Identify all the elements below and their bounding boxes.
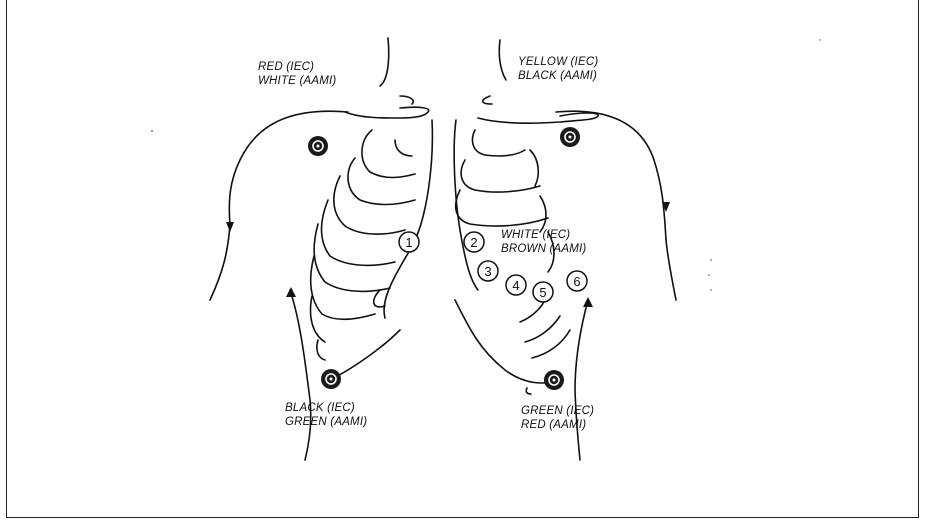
chest-position-2: 2 <box>464 232 484 252</box>
chest-position-4-label: 4 <box>512 278 519 293</box>
chest-electrode-label: WHITE (IEC) BROWN (AAMI) <box>501 228 586 256</box>
electrode-left-leg <box>544 370 564 390</box>
left-lower-torso <box>455 300 560 383</box>
chest-position-5: 5 <box>533 282 553 302</box>
electrode-right-arm <box>308 136 328 156</box>
right-arm-iec-color: RED (IEC) <box>258 60 336 74</box>
chest-position-3: 3 <box>478 261 498 281</box>
left-leg-aami-color: RED (AAMI) <box>521 418 594 432</box>
left-arm-electrode-label: YELLOW (IEC) BLACK (AAMI) <box>518 55 598 83</box>
chest-position-2-label: 2 <box>470 235 477 250</box>
right-arm-electrode-label: RED (IEC) WHITE (AAMI) <box>258 60 336 88</box>
left-leg-electrode-label: GREEN (IEC) RED (AAMI) <box>521 404 594 432</box>
electrode-left-arm <box>560 127 580 147</box>
chest-position-1: 1 <box>399 232 419 252</box>
right-arm-line <box>210 225 230 300</box>
left-arm-line <box>666 240 676 300</box>
neck-left-line <box>380 38 389 86</box>
left-arm-iec-color: YELLOW (IEC) <box>518 55 598 69</box>
right-clavicle <box>345 107 429 118</box>
chest-position-4: 4 <box>506 275 526 295</box>
right-arm-aami-color: WHITE (AAMI) <box>258 74 336 88</box>
chest-position-3-label: 3 <box>484 264 491 279</box>
chest-position-6-label: 6 <box>573 274 580 289</box>
right-abdomen-line <box>330 330 400 380</box>
chest-position-6: 6 <box>567 271 587 291</box>
right-lower-torso <box>290 290 311 460</box>
chest-iec-color: WHITE (IEC) <box>501 228 586 242</box>
left-leg-iec-color: GREEN (IEC) <box>521 404 594 418</box>
sternum-right <box>454 120 478 290</box>
right-leg-aami-color: GREEN (AAMI) <box>285 415 367 429</box>
electrode-right-leg <box>321 369 341 389</box>
left-arm-aami-color: BLACK (AAMI) <box>518 69 598 83</box>
sternum-left <box>384 120 432 318</box>
chest-position-5-label: 5 <box>539 285 546 300</box>
chest-position-1-label: 1 <box>405 235 412 250</box>
left-flank-line <box>575 300 588 460</box>
right-leg-iec-color: BLACK (IEC) <box>285 401 367 415</box>
right-leg-electrode-label: BLACK (IEC) GREEN (AAMI) <box>285 401 367 429</box>
chest-aami-color: BROWN (AAMI) <box>501 242 586 256</box>
neck-right-line <box>499 40 506 80</box>
right-shoulder-outline <box>229 111 348 225</box>
left-clavicle <box>478 113 598 123</box>
